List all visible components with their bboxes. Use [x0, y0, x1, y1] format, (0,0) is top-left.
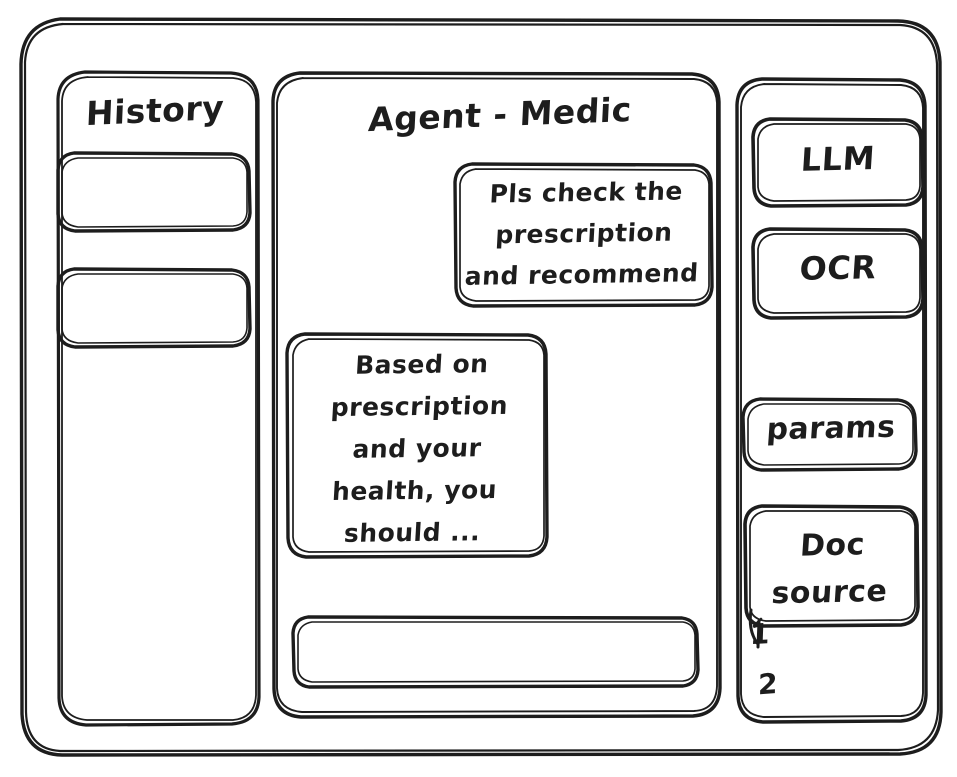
history-item-2[interactable]	[58, 268, 250, 348]
tool-ocr-button[interactable]	[753, 228, 924, 319]
tool-doc-source-button[interactable]	[745, 505, 919, 627]
tool-params-button[interactable]	[743, 398, 917, 471]
history-item-1[interactable]	[58, 152, 250, 232]
user-message-bubble[interactable]	[455, 163, 713, 307]
tool-llm-button[interactable]	[753, 118, 924, 207]
message-input[interactable]	[293, 616, 699, 688]
assistant-message-bubble[interactable]	[287, 333, 548, 558]
